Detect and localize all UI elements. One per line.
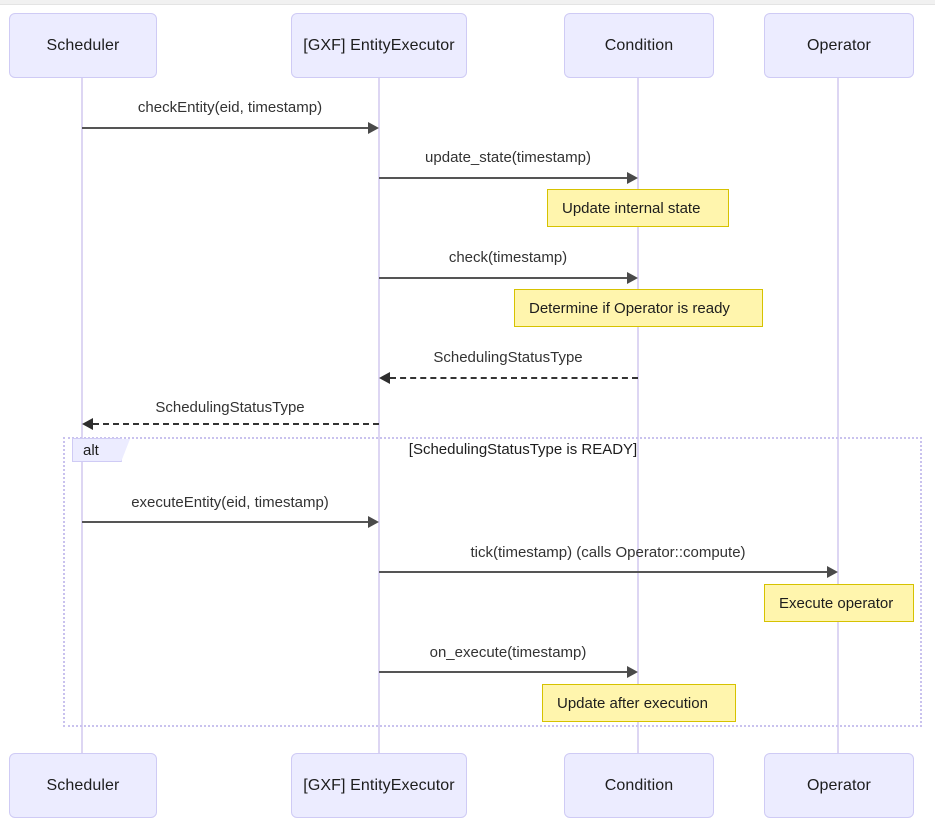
message-arrowhead-execute-entity	[368, 516, 379, 528]
message-label-status-return-executor: SchedulingStatusType	[155, 399, 305, 416]
note-update-after-execution: Update after execution	[542, 684, 736, 722]
participant-scheduler[interactable]: Scheduler	[9, 13, 157, 78]
participant-label: [GXF] EntityExecutor	[303, 36, 455, 54]
participant-label: Scheduler	[46, 776, 120, 794]
note-label: Execute operator	[779, 594, 894, 612]
message-arrowhead-check	[627, 272, 638, 284]
lifeline-condition	[637, 78, 639, 753]
lifeline-scheduler	[81, 78, 83, 753]
message-arrowhead-tick	[827, 566, 838, 578]
note-update-internal-state: Update internal state	[547, 189, 729, 227]
message-label-tick: tick(timestamp) (calls Operator::compute…	[470, 544, 746, 561]
participant-condition-bottom[interactable]: Condition	[564, 753, 714, 818]
message-arrowhead-update-state	[627, 172, 638, 184]
message-line-status-return-executor	[93, 423, 379, 425]
message-line-tick	[379, 571, 827, 573]
participant-executor-bottom[interactable]: [GXF] EntityExecutor	[291, 753, 467, 818]
message-label-check: check(timestamp)	[448, 249, 568, 266]
lifeline-operator	[837, 78, 839, 753]
top-divider	[0, 0, 935, 5]
alt-fragment-box	[63, 437, 922, 727]
participant-operator[interactable]: Operator	[764, 13, 914, 78]
participant-label: Operator	[807, 36, 871, 54]
message-arrowhead-check-entity	[368, 122, 379, 134]
participant-label: Condition	[604, 776, 674, 794]
note-execute-operator: Execute operator	[764, 584, 914, 622]
message-label-execute-entity: executeEntity(eid, timestamp)	[131, 494, 329, 511]
message-label-on-execute: on_execute(timestamp)	[429, 644, 587, 661]
participant-label: [GXF] EntityExecutor	[303, 776, 455, 794]
lifeline-executor	[378, 78, 380, 753]
message-line-status-return-condition	[390, 377, 638, 379]
note-label: Update internal state	[562, 199, 701, 217]
message-label-status-return-condition: SchedulingStatusType	[433, 349, 583, 366]
participant-condition[interactable]: Condition	[564, 13, 714, 78]
participant-label: Condition	[604, 36, 674, 54]
note-label: Update after execution	[557, 694, 708, 712]
participant-label: Scheduler	[46, 36, 120, 54]
alt-fragment-tab-label: alt	[83, 441, 99, 459]
message-label-update-state: update_state(timestamp)	[425, 149, 591, 166]
message-line-check	[379, 277, 627, 279]
alt-fragment-condition: [SchedulingStatusType is READY]	[408, 441, 638, 458]
alt-fragment-tab: alt	[72, 438, 130, 462]
message-arrowhead-on-execute	[627, 666, 638, 678]
message-line-check-entity	[82, 127, 368, 129]
participant-executor[interactable]: [GXF] EntityExecutor	[291, 13, 467, 78]
message-arrowhead-status-return-executor	[82, 418, 93, 430]
note-determine-operator-ready: Determine if Operator is ready	[514, 289, 763, 327]
message-line-update-state	[379, 177, 627, 179]
participant-operator-bottom[interactable]: Operator	[764, 753, 914, 818]
message-line-execute-entity	[82, 521, 368, 523]
message-label-check-entity: checkEntity(eid, timestamp)	[137, 99, 323, 116]
note-label: Determine if Operator is ready	[529, 299, 730, 317]
participant-label: Operator	[807, 776, 871, 794]
participant-scheduler-bottom[interactable]: Scheduler	[9, 753, 157, 818]
message-arrowhead-status-return-condition	[379, 372, 390, 384]
message-line-on-execute	[379, 671, 627, 673]
